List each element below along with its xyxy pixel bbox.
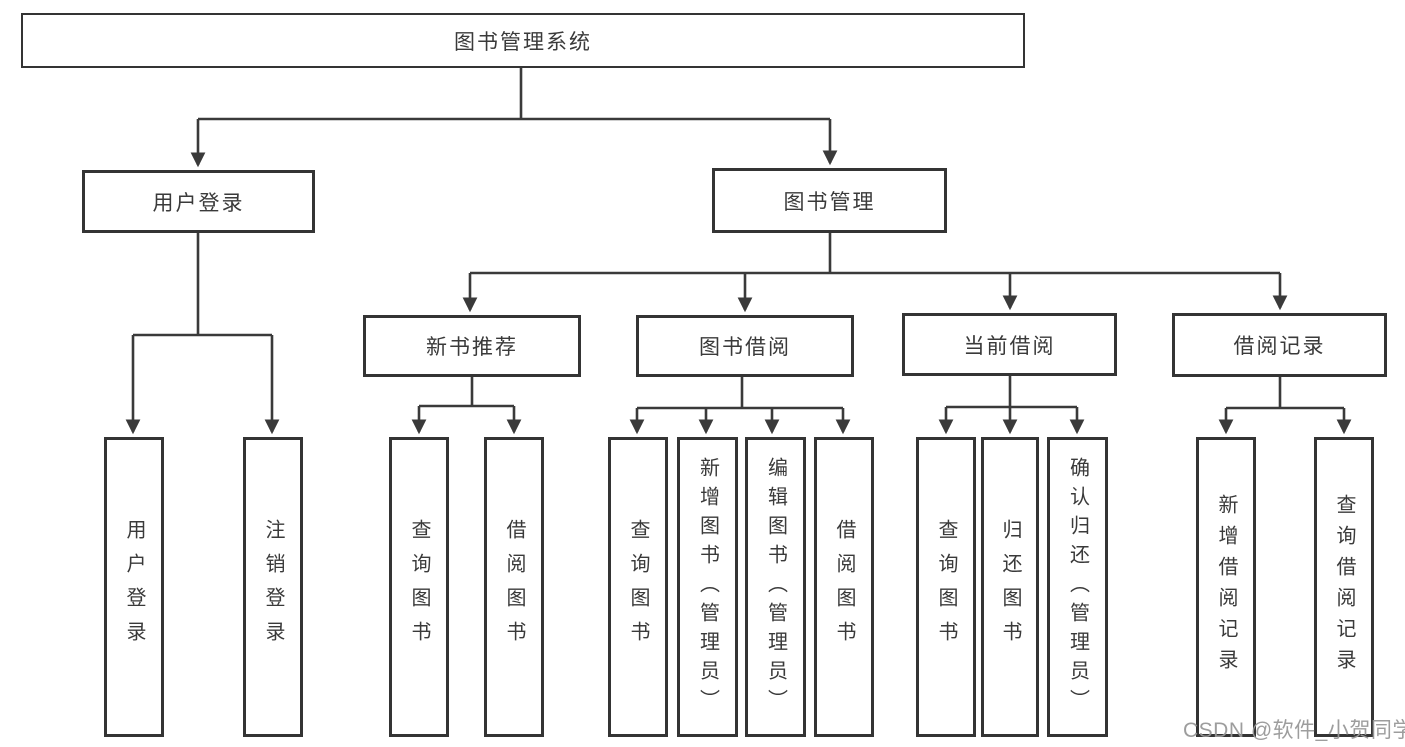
connector-paths [125, 68, 1352, 435]
node-new-book-recommendation: 新书推荐 [363, 315, 581, 377]
leaf-query-books-current-label: 查询图书 [935, 519, 957, 655]
leaf-query-books-current: 查询图书 [916, 437, 976, 737]
leaf-add-borrow-record: 新增借阅记录 [1196, 437, 1256, 737]
leaf-borrow-books: 借阅图书 [814, 437, 874, 737]
leaf-add-books-admin: 新增图书（管理员） [677, 437, 738, 737]
leaf-query-books-borrow-label: 查询图书 [627, 519, 649, 655]
node-root-label: 图书管理系统 [454, 30, 592, 54]
leaf-add-books-admin-label: 新增图书（管理员） [696, 456, 719, 718]
csdn-watermark: CSDN @软件_小贺同学 [1183, 719, 1405, 742]
node-new-book-recommendation-label: 新书推荐 [426, 336, 518, 359]
node-book-borrowing: 图书借阅 [636, 315, 854, 377]
leaf-borrow-books-rec-label: 借阅图书 [503, 519, 525, 655]
leaf-edit-books-admin: 编辑图书（管理员） [745, 437, 806, 737]
node-book-management-label: 图书管理 [783, 190, 876, 214]
node-book-borrowing-label: 图书借阅 [699, 336, 791, 359]
node-user-login-label: 用户登录 [152, 191, 245, 215]
leaf-confirm-return-admin-label: 确认归还（管理员） [1066, 456, 1089, 718]
node-user-login: 用户登录 [82, 170, 315, 233]
node-book-management: 图书管理 [712, 168, 947, 233]
leaf-query-books-borrow: 查询图书 [608, 437, 668, 737]
node-borrowing-records-label: 借阅记录 [1233, 335, 1326, 358]
leaf-edit-books-admin-label: 编辑图书（管理员） [764, 456, 787, 718]
leaf-logout: 注销登录 [243, 437, 303, 737]
leaf-logout-label: 注销登录 [262, 519, 284, 655]
leaf-add-borrow-record-label: 新增借阅记录 [1215, 494, 1237, 680]
leaf-query-borrow-record-label: 查询借阅记录 [1333, 494, 1355, 680]
node-current-borrowing-label: 当前借阅 [963, 334, 1056, 358]
leaf-user-login-label: 用户登录 [123, 519, 145, 655]
node-root-system: 图书管理系统 [21, 13, 1025, 68]
leaf-return-books-label: 归还图书 [999, 519, 1021, 655]
leaf-user-login: 用户登录 [104, 437, 164, 737]
leaf-return-books: 归还图书 [981, 437, 1039, 737]
node-current-borrowing: 当前借阅 [902, 313, 1117, 376]
leaf-confirm-return-admin: 确认归还（管理员） [1047, 437, 1108, 737]
leaf-query-books-rec: 查询图书 [389, 437, 449, 737]
leaf-query-borrow-record: 查询借阅记录 [1314, 437, 1374, 737]
node-borrowing-records: 借阅记录 [1172, 313, 1387, 377]
leaf-query-books-rec-label: 查询图书 [408, 519, 430, 655]
leaf-borrow-books-rec: 借阅图书 [484, 437, 544, 737]
leaf-borrow-books-label: 借阅图书 [833, 519, 855, 655]
